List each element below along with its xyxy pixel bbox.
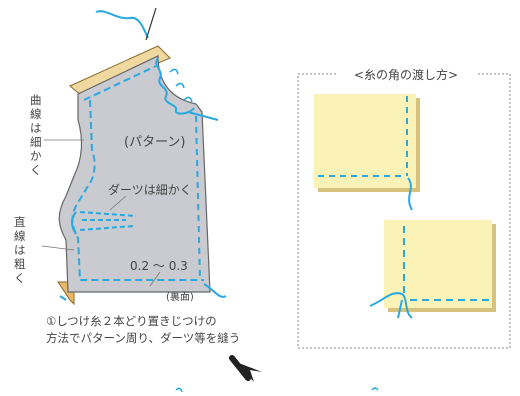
svg-text:は: は [14, 243, 26, 257]
svg-text:曲: 曲 [30, 93, 42, 107]
svg-text:は: は [30, 121, 42, 135]
corner-panel: <糸の角の渡し方> [297, 66, 511, 349]
armhole-loops [169, 68, 193, 103]
bottom-thread-left [175, 387, 183, 393]
thread-tail-left [59, 295, 67, 301]
paper-2 [384, 220, 492, 308]
svg-text:く: く [30, 163, 42, 177]
curve-note: 曲 線 は 細 か く [30, 93, 42, 177]
dart-lines [79, 211, 137, 231]
svg-text:か: か [30, 149, 42, 163]
thread-tail-bottom [203, 283, 227, 298]
dart-curve [71, 211, 77, 235]
bottom-thread-right [371, 387, 379, 391]
straight-note: 直 線 は 粗 く [14, 215, 26, 285]
svg-text:線: 線 [14, 229, 26, 243]
instruction-line-2: 方法でパターン周り、ダーツ等を縫う [46, 331, 240, 345]
svg-text:く: く [14, 271, 26, 285]
basting-side [195, 115, 201, 281]
paper-1-thread-tail [407, 177, 413, 211]
svg-text:細: 細 [30, 135, 42, 149]
seam-allowance-label: 0.2 ～ 0.3 [130, 259, 188, 273]
leader-dart [109, 195, 127, 211]
reverse-side-label: (裏面) [166, 290, 194, 303]
leader-seam [149, 271, 161, 287]
svg-text:粗: 粗 [14, 257, 26, 271]
thread-tail-top [95, 10, 149, 39]
basting-outline [71, 65, 204, 281]
dart-note: ダーツは細かく [108, 182, 192, 197]
corner-title: <糸の角の渡し方> [354, 67, 458, 82]
thread-tail-right [187, 111, 219, 121]
armhole-stitches [155, 57, 195, 115]
corner-title-bg [336, 66, 476, 82]
pattern-figure: (パターン) ダーツは細かく 0.2 ～ 0.3 (裏面) 曲 線 は 細 か … [14, 7, 240, 345]
svg-text:直: 直 [14, 215, 26, 229]
svg-text:線: 線 [30, 107, 42, 121]
fabric-edge-shoulder [69, 45, 171, 97]
pattern-body [58, 55, 211, 293]
needle [145, 7, 157, 41]
paper-2-thread-loop [369, 292, 413, 319]
leader-straight [41, 245, 75, 251]
instruction-line-1: ①しつけ糸２本どり置きじつけの [46, 314, 217, 328]
down-arrow-icon [229, 355, 262, 382]
pattern-label: (パターン) [124, 135, 186, 150]
paper-1 [314, 94, 416, 188]
paper-2-thread-tail [397, 299, 403, 319]
